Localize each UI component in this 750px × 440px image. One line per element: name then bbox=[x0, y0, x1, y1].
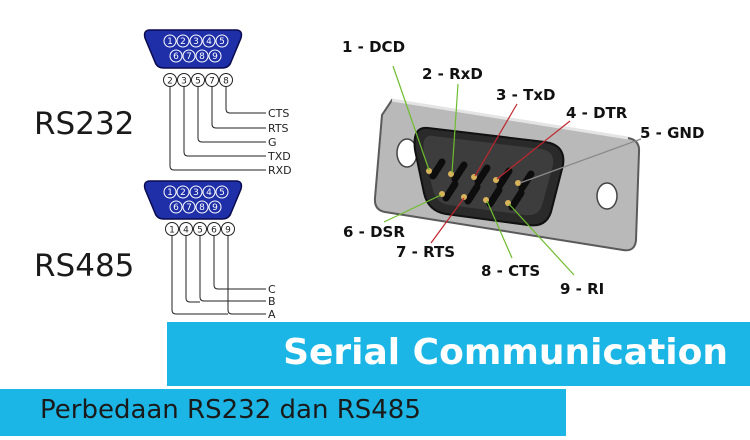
rs485-used-pin: 9 bbox=[225, 226, 231, 236]
rs485-pin-2: 2 bbox=[180, 188, 186, 198]
rs232-connector: 1 2 3 4 5 6 7 8 9 bbox=[143, 29, 243, 69]
rs232-signal-cts: CTS bbox=[268, 107, 289, 120]
rs485-signal-c: C bbox=[268, 283, 276, 296]
rs232-pin-1: 1 bbox=[167, 37, 173, 47]
rs232-signal-g: G bbox=[268, 136, 277, 149]
db9-leader-lines bbox=[383, 65, 642, 276]
db9-label-dcd: 1 - DCD bbox=[342, 38, 405, 56]
rs232-used-pin: 7 bbox=[209, 77, 215, 87]
rs485-pin-9: 9 bbox=[212, 203, 218, 213]
db9-label-txd: 3 - TxD bbox=[496, 86, 555, 104]
rs485-pin-7: 7 bbox=[186, 203, 192, 213]
rs232-used-pin: 2 bbox=[167, 77, 173, 87]
rs232-used-pin: 3 bbox=[181, 77, 187, 87]
db9-label-dtr: 4 - DTR bbox=[566, 104, 628, 122]
subtitle-banner: Perbedaan RS232 dan RS485 bbox=[0, 389, 566, 436]
rs485-used-pin: 6 bbox=[211, 226, 217, 236]
rs232-pin-4: 4 bbox=[206, 37, 212, 47]
rs232-used-pin: 8 bbox=[223, 77, 229, 87]
rs485-connector-body bbox=[143, 180, 243, 220]
rs232-label: RS232 bbox=[34, 106, 135, 142]
db9-connector bbox=[373, 98, 641, 252]
rs232-signal-txd: TXD bbox=[267, 150, 291, 163]
rs485-label: RS485 bbox=[34, 248, 135, 284]
rs485-used-pin: 1 bbox=[169, 226, 175, 236]
rs232-signal-rxd: RXD bbox=[268, 164, 292, 177]
rs485-pin-6: 6 bbox=[173, 203, 179, 213]
db9-label-dsr: 6 - DSR bbox=[343, 223, 405, 241]
rs232-pin-6: 6 bbox=[173, 52, 179, 62]
rs232-used-pin: 5 bbox=[195, 77, 201, 87]
rs232-pin-8: 8 bbox=[199, 52, 205, 62]
rs232-pin-2: 2 bbox=[180, 37, 186, 47]
db9-label-gnd: 5 - GND bbox=[640, 124, 704, 142]
db9-label-rxd: 2 - RxD bbox=[422, 65, 483, 83]
rs485-pin-4: 4 bbox=[206, 188, 212, 198]
rs232-pin-7: 7 bbox=[186, 52, 192, 62]
rs485-signal-b: B bbox=[268, 295, 276, 308]
subtitle: Perbedaan RS232 dan RS485 bbox=[40, 395, 421, 425]
rs485-connector: 1 2 3 4 5 6 7 8 9 bbox=[143, 180, 243, 220]
db9-label-cts: 8 - CTS bbox=[481, 262, 540, 280]
rs232-used-pins: 2 3 5 7 8 CTS RTS G TXD RXD bbox=[163, 73, 292, 177]
rs485-pin-3: 3 bbox=[193, 188, 199, 198]
rs232-connector-body bbox=[143, 29, 243, 69]
db9-label-rts: 7 - RTS bbox=[396, 243, 455, 261]
rs232-pin-3: 3 bbox=[193, 37, 199, 47]
rs485-used-pins: 1 4 5 6 9 C B A bbox=[165, 222, 276, 321]
rs485-used-pin: 4 bbox=[183, 226, 189, 236]
db9-label-ri: 9 - RI bbox=[560, 280, 604, 298]
rs232-pin-5: 5 bbox=[219, 37, 225, 47]
rs485-pin-8: 8 bbox=[199, 203, 205, 213]
rs485-used-pin: 5 bbox=[197, 226, 203, 236]
banner-title: Serial Communication bbox=[283, 332, 728, 373]
mount-hole-icon bbox=[596, 182, 618, 210]
rs485-pin-1: 1 bbox=[167, 188, 173, 198]
rs485-pin-5: 5 bbox=[219, 188, 225, 198]
rs232-signal-rts: RTS bbox=[268, 122, 289, 135]
rs485-signal-a: A bbox=[268, 308, 276, 321]
rs232-pin-9: 9 bbox=[212, 52, 218, 62]
title-banner: Serial Communication bbox=[167, 322, 750, 386]
